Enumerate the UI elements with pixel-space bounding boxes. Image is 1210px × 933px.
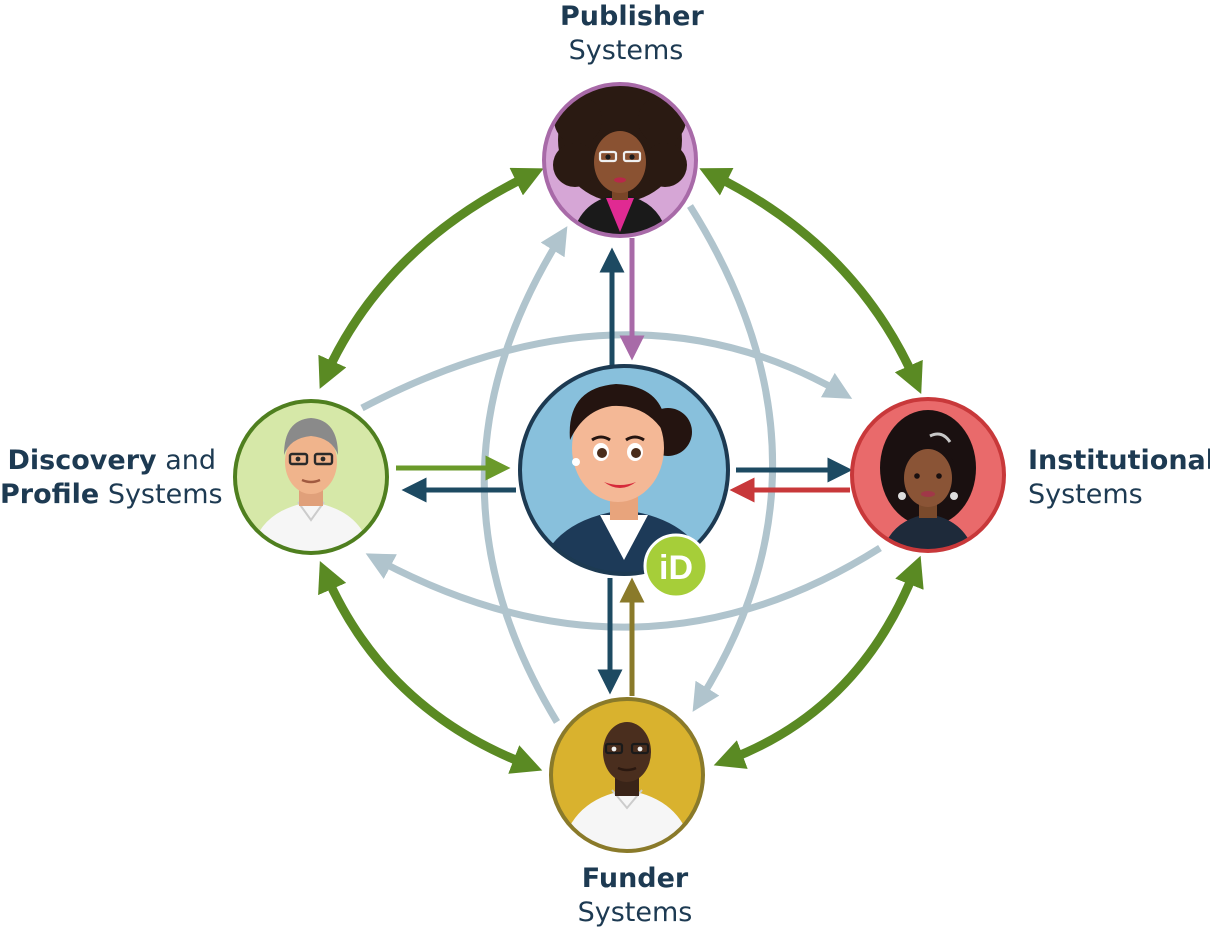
institutional-label: Institutional Systems [1028,444,1210,512]
discovery-label-bold2: Profile [0,479,100,510]
arrow-publisher-institutional [699,168,923,394]
outer-connections [318,167,924,774]
institutional-label-rest: Systems [1028,479,1143,510]
funder-avatar [549,697,705,853]
publisher-label: Publisher Systems [560,0,704,68]
orcid-id-badge: iD [643,533,709,599]
discovery-label: Discovery and Profile Systems [0,444,223,512]
funder-label-rest: Systems [577,897,693,928]
orcid-id-badge-text: iD [659,549,693,587]
funder-label: Funder Systems [560,862,710,930]
funder-label-bold: Funder [581,863,689,894]
discovery-avatar [233,399,389,555]
publisher-label-bold: Publisher [560,1,704,32]
publisher-label-rest: Systems [568,35,684,66]
discovery-label-bold1: Discovery [7,445,157,476]
discovery-label-rest: Systems [99,479,223,510]
publisher-avatar [542,82,698,238]
inner-connections [396,238,853,696]
discovery-label-mid: and [156,445,216,476]
institutional-avatar [850,397,1006,553]
institutional-label-bold: Institutional [1028,445,1210,476]
arrow-institutional-funder [713,555,924,769]
arrow-publisher-discovery [318,167,544,389]
arrow-discovery-funder [318,560,543,774]
